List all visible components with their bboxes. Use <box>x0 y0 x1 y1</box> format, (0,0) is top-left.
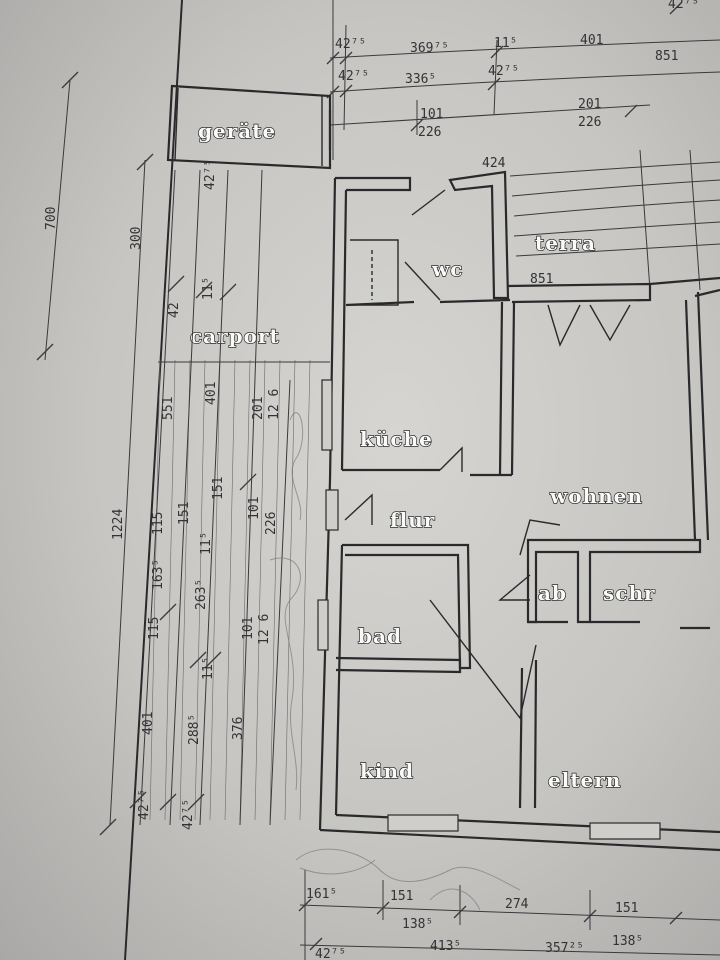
dim-bottom-r2-2: 357²⁵ <box>545 941 584 956</box>
dim-top-r1-1: 369⁷⁵ <box>410 41 449 56</box>
room-label-kueche: küche <box>360 427 433 451</box>
dim-left-col3-4: 11⁵ <box>201 657 216 680</box>
bottom-dimension-chains: 161⁵ 151 274 151 138⁵ 42⁷⁵ 413⁵ 357²⁵ 13… <box>298 870 720 960</box>
dim-bottom-r2-3: 138⁵ <box>612 934 643 949</box>
top-dimension-chains: 42⁷⁵ 369⁷⁵ 11⁵ 401 42⁷⁵ 851 42⁷⁵ 336⁵ 42… <box>326 0 720 160</box>
room-label-eltern: eltern <box>548 768 621 792</box>
dim-left-col2-1: 551 <box>161 397 176 420</box>
dim-top-r3-0: 101 <box>420 107 443 122</box>
pencil-scribbles <box>269 412 521 911</box>
dim-top-r2-0: 42⁷⁵ <box>338 69 369 84</box>
room-label-terrasse: terra <box>535 231 596 255</box>
room-label-geraete: geräte <box>198 119 276 143</box>
room-label-kind: kind <box>360 759 414 783</box>
window-eltern <box>589 822 661 840</box>
dim-left-outer-2: 1224 <box>111 509 126 540</box>
dim-left-col3-6: 42⁷⁵ <box>181 799 196 830</box>
dim-left-col2-3: 163⁵ <box>151 559 166 590</box>
dim-top-r3b-1: 226 <box>578 115 601 130</box>
room-label-abstell: ab <box>538 581 567 605</box>
dim-left-col2-2: 115 <box>151 512 166 535</box>
dim-top-r1-3: 401 <box>580 33 603 48</box>
dim-bottom-r1-3: 151 <box>615 901 638 916</box>
dim-left-col5-1: 12 6 <box>267 389 282 420</box>
dim-top-r1-4: 42⁷⁵ <box>668 0 699 12</box>
dim-bottom-r1b-0: 138⁵ <box>402 917 433 932</box>
sheet-edge-line <box>124 0 183 960</box>
room-label-flur: flur <box>390 508 435 532</box>
dim-left-col2-4: 115 <box>147 617 162 640</box>
dim-bottom-r1-2: 274 <box>505 897 529 912</box>
dim-bottom-r1-1: 151 <box>390 889 413 904</box>
dim-left-col2-6: 42⁷⁵ <box>137 789 152 820</box>
dim-left-outer-0: 700 <box>44 207 59 230</box>
dim-left-col3-0: 11⁵ <box>201 277 216 300</box>
dim-left-col5-2: 226 <box>264 512 279 535</box>
left-dimension-chains: 700 300 1224 42 551 115 163⁵ 115 401 42⁷… <box>36 71 291 836</box>
room-label-schrank: schr <box>603 581 656 605</box>
dim-top-r3-1: 201 <box>578 97 601 112</box>
dim-left-outer-1: 300 <box>129 227 144 250</box>
dim-left-col5-4: 12 6 <box>257 614 272 645</box>
geraete-shed: geräte <box>166 84 332 170</box>
window-kind <box>387 814 459 832</box>
dim-left-col4-0: 401 <box>204 382 219 405</box>
dim-left-col3-1: 151 <box>177 502 192 525</box>
room-label-carport: carport <box>190 324 280 348</box>
dim-left-col3-5: 288⁵ <box>187 714 202 745</box>
dim-left-col2-0: 42 <box>167 302 182 318</box>
dim-bottom-r1-0: 161⁵ <box>306 887 337 902</box>
dim-left-col5-3: 101 <box>247 497 262 520</box>
dim-left-col4-2: 101 <box>241 617 256 640</box>
dim-top-r2-1: 336⁵ <box>405 72 436 87</box>
dim-top-r3b-0: 226 <box>418 125 441 140</box>
dim-bottom-r2-0: 42⁷⁵ <box>315 947 346 960</box>
dim-top-r1-2: 11⁵ <box>494 36 517 51</box>
dim-top-r1-0: 42⁷⁵ <box>335 37 366 52</box>
dim-left-col3-2: 263⁵ <box>194 579 209 610</box>
dim-left-col3-3: 11⁵ <box>199 532 214 555</box>
dim-left-col2-5: 401 <box>141 712 156 735</box>
dim-left-col4-3: 376 <box>231 717 246 740</box>
room-label-wohnen: wohnen <box>549 484 643 508</box>
window-bad <box>317 599 329 651</box>
carport-area: carport <box>149 323 330 821</box>
dim-top-r1b-0: 851 <box>655 49 678 64</box>
terrace-lines: terra 851 <box>509 149 720 291</box>
dim-bottom-r2-1: 413⁵ <box>430 939 461 954</box>
dim-terrace: 851 <box>530 272 553 287</box>
room-label-bad: bad <box>358 624 402 648</box>
dim-left-col3-7: 42⁷⁵ <box>203 159 218 190</box>
dim-left-col5-0: 201 <box>251 397 266 420</box>
dim-left-col4-1: 151 <box>211 477 226 500</box>
room-label-wc: wc <box>431 257 463 281</box>
entrance-door <box>325 489 339 531</box>
house-walls <box>317 170 720 852</box>
dim-top-r2-2: 42⁷⁵ <box>488 64 519 79</box>
dim-wc-wall: 424 <box>482 156 506 171</box>
window-kueche <box>321 379 333 451</box>
